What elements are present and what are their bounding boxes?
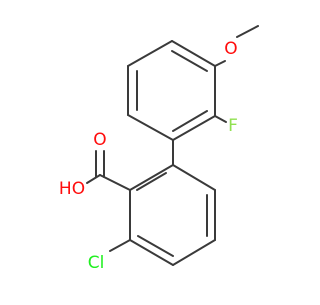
atom-label-hydroxyl: HO (59, 179, 85, 199)
bond-upper-ring-6 (172, 115, 216, 141)
atom-labels: O F O HO Cl (59, 39, 238, 273)
bond-lower-ring-4 (172, 239, 216, 266)
bond-o-ch3 (236, 25, 259, 38)
bond-upper-ring-4-inner (171, 50, 208, 72)
bond-c-o-methoxy (214, 60, 226, 67)
bond-c-oh (86, 174, 101, 184)
structure-canvas: O F O HO Cl (59, 25, 259, 273)
bond-lower-ring-1-inner (136, 172, 167, 191)
molecule-structure: O F O HO Cl (59, 25, 259, 273)
atom-label-fluorine: F (228, 116, 238, 136)
bond-lower-ring-3 (129, 239, 174, 266)
bond-c-cl (109, 239, 131, 252)
atom-label-chlorine: Cl (88, 253, 105, 273)
bond-lines (86, 25, 259, 266)
bond-upper-ring-1 (127, 114, 174, 141)
bond-lower-ring-6 (172, 164, 216, 191)
bond-upper-ring-4 (171, 40, 216, 67)
bond-lower-ring-1 (129, 164, 174, 191)
bond-upper-ring-6-inner (172, 110, 208, 132)
atom-label-oxygen-carbonyl: O (93, 130, 106, 150)
bond-lower-ring-3-inner (137, 235, 174, 257)
bond-upper-ring-3 (127, 40, 173, 67)
atom-label-oxygen-methoxy: O (224, 39, 237, 59)
bond-c-cooh (99, 174, 131, 191)
bond-c-f (214, 115, 227, 123)
